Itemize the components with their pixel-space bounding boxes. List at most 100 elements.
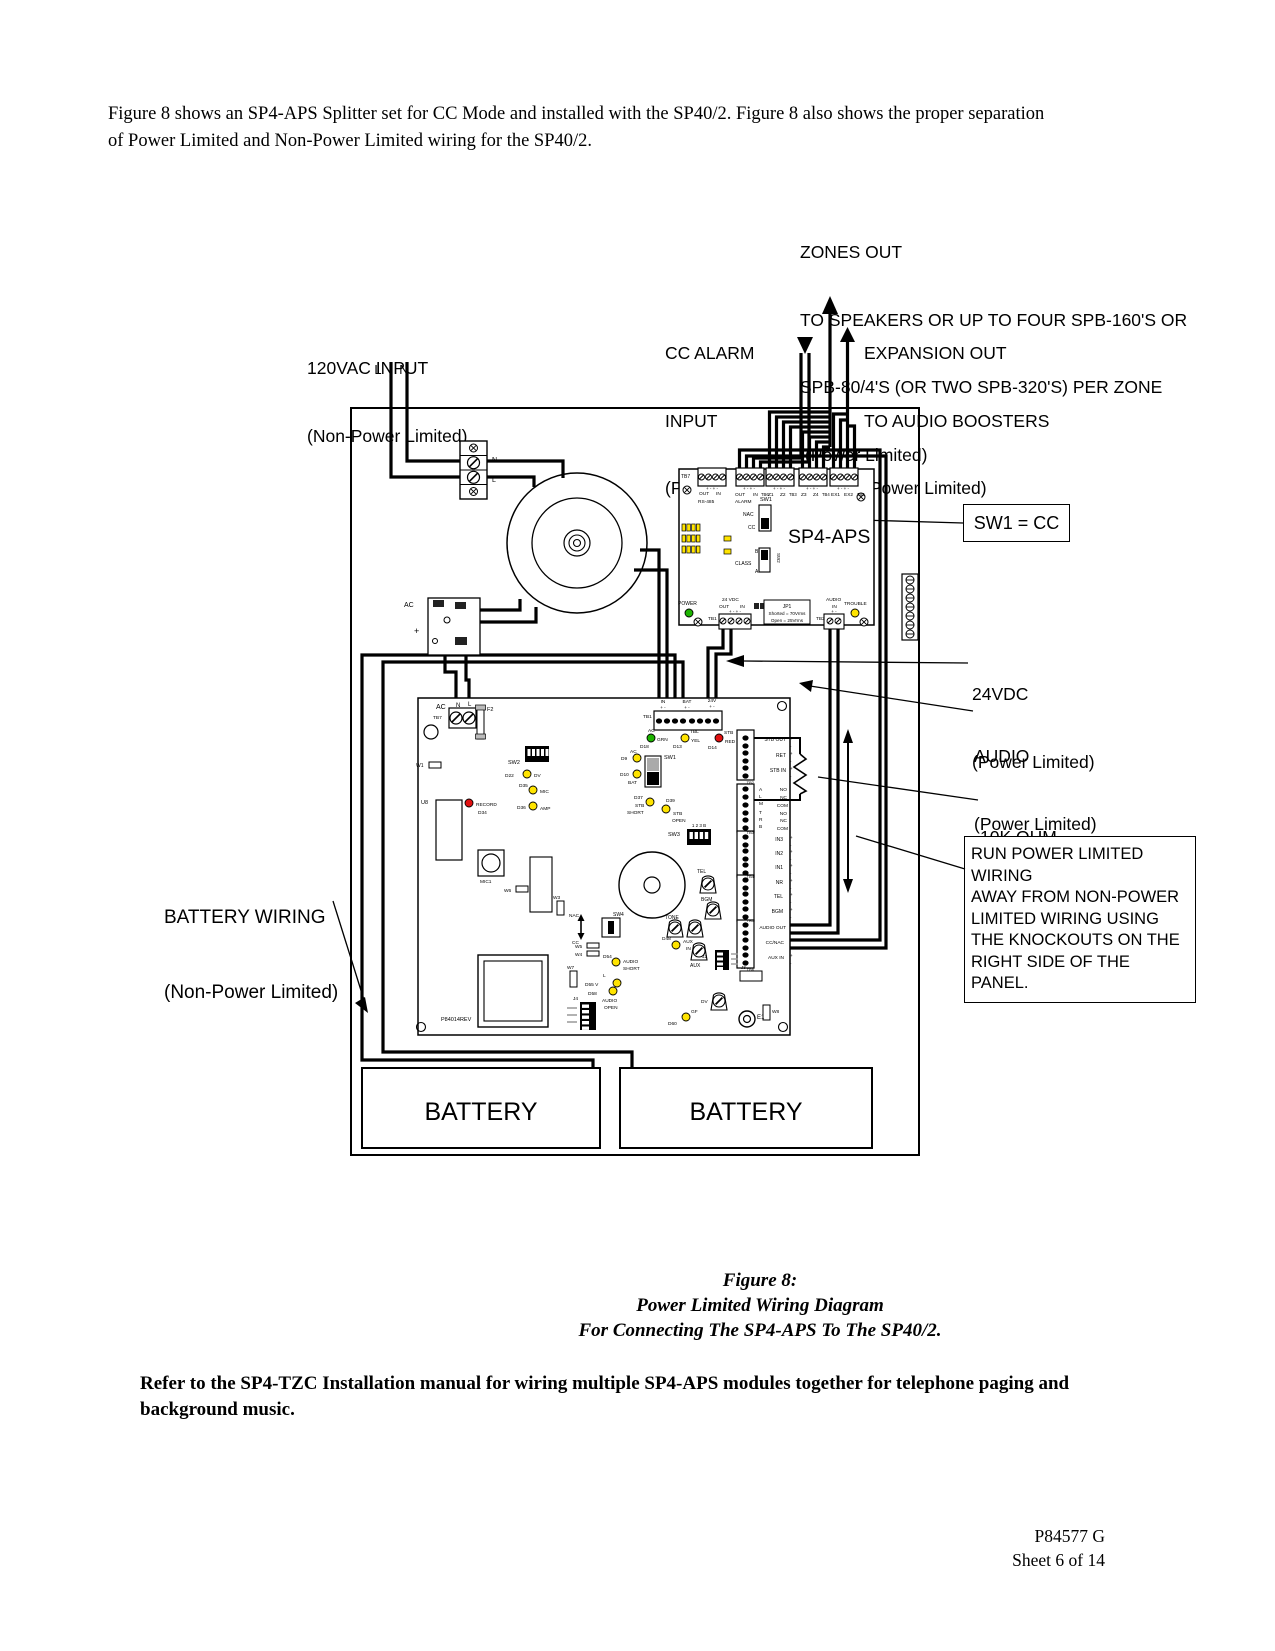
label-class: CLASS [735,561,752,567]
wire-24v1 [706,629,725,712]
label-ps4a: + [790,878,793,883]
expansion-line1: EXPANSION OUT [864,343,1007,363]
label-d10: D10 [620,772,629,778]
label-sw2-board: SW2 [508,760,520,766]
label-cc-module: CC [748,525,756,531]
label-d39: D39 [666,798,675,804]
caption-line1: Figure 8: [722,1270,798,1291]
label-ps4e: + [790,907,793,912]
sp4aps-tb3-block [766,468,794,486]
label-24v-in: IN [740,604,745,610]
tone-pot-1 [666,919,684,938]
sp4aps-led-banks [681,523,732,555]
w7-jumper [569,970,578,988]
d22-led [522,769,532,779]
separation-arrow [843,729,853,893]
label-aux-pot: AUX [690,963,701,969]
trouble-led [850,608,860,618]
label-w8: W8 [772,1009,780,1015]
label-ps5f: - [790,961,792,966]
wire-sec1 [480,599,522,612]
label-stb-short2: SHORT [627,810,644,816]
label-z2: Z2 [780,492,786,498]
label-audio-out: AUDIO OUT [759,925,786,931]
w5-jumper [586,942,600,949]
label-d35: D35 [519,783,528,789]
vdc-line2: (Power Limited) [972,751,1095,772]
wire-ccnac2 [744,454,888,950]
sw1-cc-note-box: SW1 = CC [963,504,1070,542]
bgm-pot-ctrl [704,901,722,920]
label-f2: F2 [487,707,493,713]
leader-run [855,835,966,870]
label-w3: W3 [553,895,561,901]
wire-zone8 [821,445,830,468]
label-alarm-in: IN [753,492,758,498]
sw3-dip [687,829,711,845]
label-pol-6: + - + - [729,609,742,614]
label-j3: J3 [741,965,746,970]
label-trb-no: NO [780,811,787,817]
label-term-n: N [492,457,497,464]
callout-audio: AUDIO (Power Limited) [974,700,1097,880]
caption-line2: Power Limited Wiring Diagram [636,1295,884,1316]
ac-grn-led [646,733,656,743]
label-tb7-module: TB7 [681,474,690,480]
label-ps1e: + [790,766,793,771]
label-bat-led: BAT [628,780,637,786]
label-24v-t: 24V [708,698,717,704]
label-stb-open2: OPEN [672,818,686,824]
label-w4: W4 [575,952,583,958]
d36-led [528,801,538,811]
label-cc-nac: CC/NAC [766,940,785,946]
label-d34: D34 [478,810,487,816]
label-sw2-module: SW2 [776,553,781,563]
label-z4: Z4 [813,492,819,498]
label-ps4d: - [790,900,792,905]
label-aux-in1: AUX [683,939,694,945]
label-power: POWER [678,601,697,607]
label-audio-short1: AUDIO [623,959,638,965]
label-in2: IN2 [775,851,783,857]
label-ex2: EX2 [844,492,853,498]
label-audio-in: IN [832,604,837,610]
label-w5: W5 [575,944,583,950]
label-tb5-module: TB5 [857,492,865,497]
label-w1: W1 [416,763,424,769]
label-alm-m: M [759,801,763,807]
label-pol-5: + - + - [837,486,850,491]
label-sp4aps-title: SP4-APS [788,526,870,548]
d10-led [632,769,642,779]
vac-line2: (Non-Power Limited) [307,425,468,446]
label-wire-l: L [374,362,381,377]
wire-n-in [405,362,460,463]
label-pol-4: + - + - [806,486,819,491]
wire-zone7 [814,440,830,468]
wire-zone5 [800,430,830,468]
label-stb-red: STB [724,730,733,736]
w4-jumper [586,950,600,957]
label-ps5e: + [790,953,793,958]
zones-out-arrow [822,296,838,314]
label-term-l: L [492,477,496,484]
mic1 [477,849,505,877]
label-amp-led: AMP [540,806,550,812]
speaker [618,851,686,919]
zones-out-line3: SPB-80/4'S (OR TWO SPB-320'S) PER ZONE [800,377,1163,397]
label-board-part: P84014REV [441,1017,472,1023]
wire-exp3 [847,424,857,468]
callout-expansion: EXPANSION OUT TO AUDIO BOOSTERS (Power L… [864,297,1049,545]
label-tb2-board: TB2 [747,780,755,785]
label-tb1-board: TB1 [643,714,652,720]
label-tb5-board: TB5 [747,918,755,923]
label-sw1-module: SW1 [760,497,772,503]
tbl-yel-led [680,733,690,743]
label-in1: IN1 [775,865,783,871]
output-transformer [477,954,549,1028]
battery-wiring-line1: BATTERY WIRING [164,907,326,928]
sp4aps-tb1-block [718,613,752,630]
label-sw4: SW4 [613,912,624,918]
cc-alarm-line2: INPUT [665,410,718,431]
label-pol-8: + - [660,705,666,710]
page-footer: P84577 G Sheet 6 of 14 [875,1524,1105,1572]
